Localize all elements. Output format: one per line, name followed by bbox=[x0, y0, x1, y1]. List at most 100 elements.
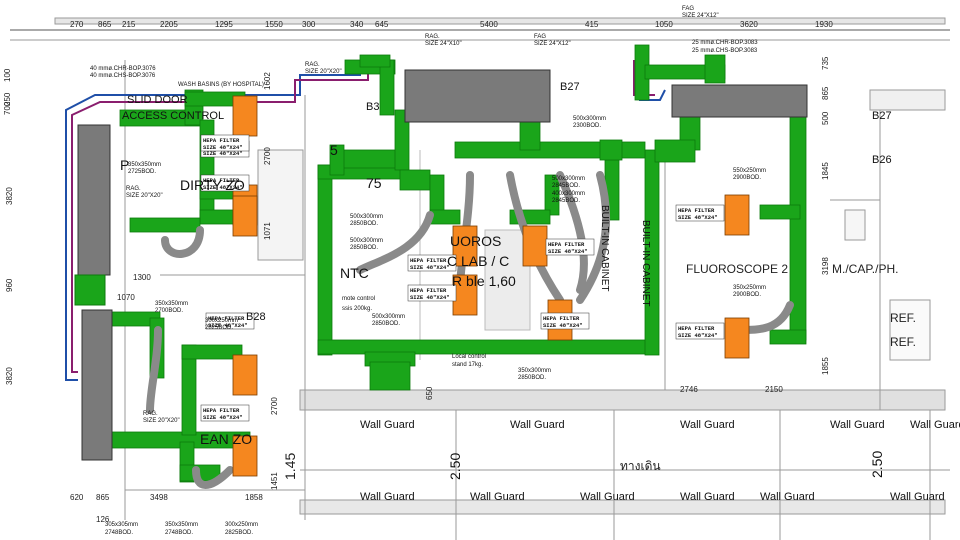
duct-size-labels: 350x350mm 2725BOD. 350x350mm 2700BOD. 30… bbox=[128, 116, 766, 381]
dimension-label: 620 bbox=[70, 493, 84, 502]
dimension-label: 645 bbox=[375, 20, 389, 29]
hepa-tag-line: HEPA FILTER bbox=[678, 207, 715, 214]
dimension-label: 960 bbox=[5, 278, 14, 292]
hepa-tag-line: HEPA FILTER bbox=[410, 287, 447, 294]
duct-label: 2850BOD. bbox=[350, 221, 378, 227]
pipe-label: 40 mmø.CHR-BOP.3076 bbox=[90, 66, 156, 72]
hepa-tag-line: SIZE 48"X24" bbox=[548, 248, 588, 255]
fluoroscope-1-label: UOROS bbox=[450, 233, 501, 249]
duct-label: 2845BOD. bbox=[552, 183, 580, 189]
grille-tag: SIZE 24"X10" bbox=[425, 41, 462, 47]
duct-label: 2825BOD. bbox=[205, 325, 233, 331]
hepa-filter bbox=[724, 194, 750, 236]
duct-label: 2900BOD. bbox=[733, 292, 761, 298]
duct-label: 2850BOD. bbox=[372, 321, 400, 327]
hepa-tag-line: SIZE 48"X24" bbox=[410, 294, 450, 301]
grille-tag: RAG. bbox=[126, 186, 141, 192]
duct-label: 2850BOD. bbox=[518, 375, 546, 381]
cath-lab-label: C LAB / C bbox=[447, 253, 509, 269]
ahu-left-upper bbox=[77, 124, 111, 276]
wall-guard-label: Wall Guard bbox=[360, 419, 415, 431]
pipe-label: 25 mmø.CHR-BOP.3083 bbox=[692, 40, 758, 46]
hepa-tag-line: HEPA FILTER bbox=[203, 137, 240, 144]
side-dimensions: 1602270010711300107027001451650184531981… bbox=[117, 56, 830, 490]
local-control-label: Local control bbox=[452, 354, 486, 360]
dimension-label: 300 bbox=[302, 20, 316, 29]
hepa-filter bbox=[232, 95, 258, 137]
hepa-tag-line: HEPA FILTER bbox=[410, 257, 447, 264]
hepa-filter bbox=[452, 274, 478, 316]
dimension-label: 2700 bbox=[270, 397, 279, 415]
hepa-tag-line: HEPA FILTER bbox=[543, 315, 580, 322]
hepa-tag-line: HEPA FILTER bbox=[203, 177, 240, 184]
duct-label: 2748BOD. bbox=[165, 530, 193, 536]
hepa-filter bbox=[522, 225, 548, 267]
dimension-label: 1602 bbox=[263, 72, 272, 90]
dimension-label: 1300 bbox=[133, 273, 151, 282]
table-label: R ble 1,60 bbox=[452, 273, 516, 289]
dimension-label: 3498 bbox=[150, 493, 168, 502]
wash-basin-label: WASH BASINS (BY HOSPITAL) bbox=[178, 82, 264, 88]
dimension-label: 1295 bbox=[215, 20, 233, 29]
slide-door-label: SLID DOOR bbox=[127, 94, 188, 106]
remote-control-label: mote control bbox=[342, 296, 375, 302]
hepa-filter bbox=[232, 435, 258, 477]
grid-tag: 75 bbox=[366, 175, 382, 191]
duct-label: 500x300mm bbox=[350, 238, 383, 244]
dimension-label: 1930 bbox=[815, 20, 833, 29]
grille-tags: RAG. SIZE 20"X20" RAG. SIZE 24"X10" FAG … bbox=[126, 6, 719, 424]
dimension-label: 700 bbox=[3, 101, 12, 115]
duct-label: 2850BOD. bbox=[350, 245, 378, 251]
ahu-center bbox=[404, 69, 551, 123]
grille-tag: SIZE 20"X20" bbox=[126, 193, 163, 199]
wall-guard-label: Wall Guard bbox=[910, 419, 960, 431]
hepa-filter bbox=[452, 225, 478, 267]
hepa-tag-line: SIZE 48"X24" bbox=[678, 214, 718, 221]
duct-label: 2725BOD. bbox=[128, 169, 156, 175]
hepa-tag-line: SIZE 48"X24" bbox=[678, 332, 718, 339]
stand-label: stand 17kg. bbox=[452, 362, 483, 368]
remote-weight-label: ssis 200kg. bbox=[342, 306, 372, 312]
grid-tag: NTC bbox=[340, 265, 369, 281]
dimension-label: 1050 bbox=[655, 20, 673, 29]
level-marks: 2.50 2.50 bbox=[447, 451, 885, 480]
dimension-label: 735 bbox=[821, 56, 830, 70]
grid-tag: B27 bbox=[560, 81, 580, 93]
dimension-label: 126 bbox=[96, 515, 110, 524]
dimension-label: 650 bbox=[425, 386, 434, 400]
pipe-labels: 40 mmø.CHR-BOP.3076 40 mmø.CHS-BOP.3076 … bbox=[90, 40, 758, 79]
pipe-label: 40 mmø.CHS-BOP.3076 bbox=[90, 73, 156, 79]
duct-label: 2748BOD. bbox=[105, 530, 133, 536]
dimension-label: 3198 bbox=[821, 257, 830, 275]
duct-label: 350x350mm bbox=[155, 301, 188, 307]
wall-guard-label: Wall Guard bbox=[680, 419, 735, 431]
grille-tag: SIZE 20"X20" bbox=[143, 418, 180, 424]
wall-guard-label: Wall Guard bbox=[890, 491, 945, 503]
grid-tag: B27 bbox=[872, 110, 892, 122]
wall-guard-label: Wall Guard bbox=[580, 491, 635, 503]
dimension-label: 250 bbox=[3, 92, 12, 106]
dimension-label: 1845 bbox=[821, 162, 830, 180]
dimension-label: 500 bbox=[821, 111, 830, 125]
hepa-tag-line: HEPA FILTER bbox=[208, 315, 245, 322]
hepa-tag-line: SIZE 48"X24" bbox=[203, 184, 243, 191]
dimension-label: 1.45 bbox=[282, 453, 298, 480]
dimension-label: 340 bbox=[350, 20, 364, 29]
ahu-left-lower bbox=[81, 309, 113, 461]
duct-label: 2845BOD. bbox=[552, 198, 580, 204]
dimension-label: 2746 bbox=[680, 385, 698, 394]
room-labels: SLID DOOR ACCESS CONTROL DIRTY ZO EAN ZO… bbox=[122, 82, 916, 473]
grid-tags: B27 B27 B26 B28 B3 75 NTC 5 P bbox=[120, 81, 892, 323]
grille-tag: FAG bbox=[534, 34, 546, 40]
duct-label: 2300BOD. bbox=[573, 123, 601, 129]
level-mark: 2.50 bbox=[869, 451, 885, 478]
